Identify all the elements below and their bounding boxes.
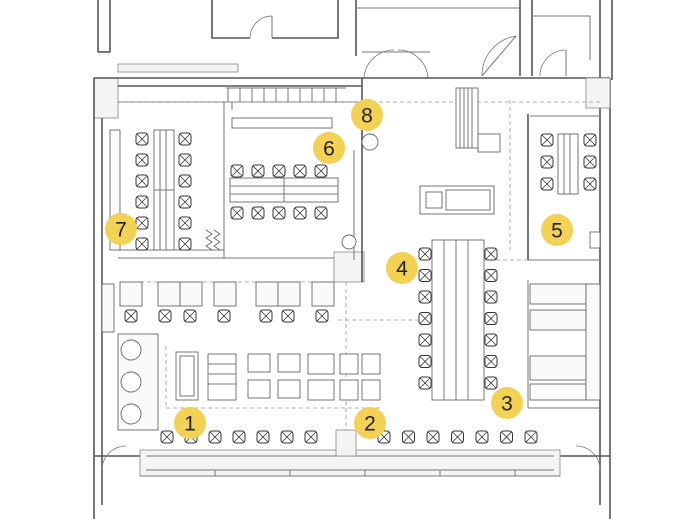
marker-3[interactable]: 3 [491,387,523,419]
marker-2[interactable]: 2 [354,407,386,439]
chair-icon [293,206,307,220]
chair-icon [484,376,498,390]
marker-8-label: 8 [361,105,373,128]
chair-icon [135,216,149,230]
chair-icon [178,174,192,188]
marker-2-circle [354,407,386,439]
chair-icon [178,153,192,167]
chair-icon [135,153,149,167]
chair-icon [418,247,432,261]
chair-icon [583,155,597,169]
chair-icon [583,177,597,191]
marker-7-label: 7 [115,219,127,242]
marker-6-label: 6 [323,138,335,161]
chair-icon [217,309,231,323]
room-5-furniture [557,133,601,249]
marker-8[interactable]: 8 [351,99,383,131]
chair-icon [178,237,192,251]
marker-5-label: 5 [551,220,563,243]
main-dining-furniture [101,280,601,431]
marker-3-circle [491,387,523,419]
marker-4-circle [386,252,418,284]
chair-icon [418,290,432,304]
chair-icon [272,206,286,220]
marker-2-label: 2 [364,413,376,436]
chair-icon [475,430,489,444]
chair-icon [500,430,513,444]
marker-6-circle [313,132,345,164]
marker-5-circle [541,214,573,246]
marker-1-circle [174,407,206,439]
chair-icon [402,430,415,444]
chair-icon [418,376,432,390]
chair-icon [426,430,440,444]
chair-icon [280,430,294,444]
chair-icon [183,309,197,323]
chair-icon [304,430,318,444]
chair-icon [178,132,192,146]
chair-icon [208,430,222,444]
chair-icon [484,290,498,304]
marker-1[interactable]: 1 [174,407,206,439]
marker-5[interactable]: 5 [541,214,573,246]
chair-icon [135,237,149,251]
marker-7-circle [105,213,137,245]
interior-partitions [109,78,600,457]
chair-icon [178,195,192,209]
marker-7[interactable]: 7 [105,213,137,245]
chair-icon [158,309,172,323]
chair-icon [314,206,328,220]
chair-icon [135,132,149,146]
main-perimeter [93,77,611,519]
marker-1-label: 1 [184,413,196,436]
chair-icon [230,206,244,220]
chair-icon [178,216,192,230]
marker-4-label: 4 [396,258,408,281]
chairs [124,132,597,444]
chair-icon [484,247,498,261]
chair-icon [524,430,538,444]
chair-icon [540,177,554,191]
chair-icon [315,309,329,323]
chair-icon [583,133,597,147]
chair-icon [232,430,246,444]
chair-icon [135,195,149,209]
kitchen-counter [341,87,501,401]
chair-icon [259,309,273,323]
chair-icon [540,155,554,169]
chair-icon [160,430,174,444]
chair-icon [281,309,295,323]
chair-icon [484,312,498,325]
chair-icon [418,312,432,325]
chair-icon [256,430,270,444]
chair-icon [451,430,464,444]
room-6-furniture [229,177,339,203]
chair-icon [272,164,286,178]
chair-icon [540,133,554,147]
chair-icon [484,355,498,368]
room-7-furniture [153,129,175,251]
chair-icon [418,333,432,347]
chair-icon [124,309,138,323]
upper-annex [97,0,613,80]
marker-8-circle [351,99,383,131]
chair-icon [293,164,307,178]
chair-icon [314,164,328,178]
chair-icon [484,333,498,347]
marker-4[interactable]: 4 [386,252,418,284]
chair-icon [418,269,432,282]
marker-3-label: 3 [501,393,513,416]
chair-icon [251,164,265,178]
chair-icon [418,355,432,368]
chair-icon [135,174,149,188]
marker-6[interactable]: 6 [313,132,345,164]
chair-icon [484,269,498,282]
chair-icon [230,164,244,178]
chair-icon [251,206,265,220]
